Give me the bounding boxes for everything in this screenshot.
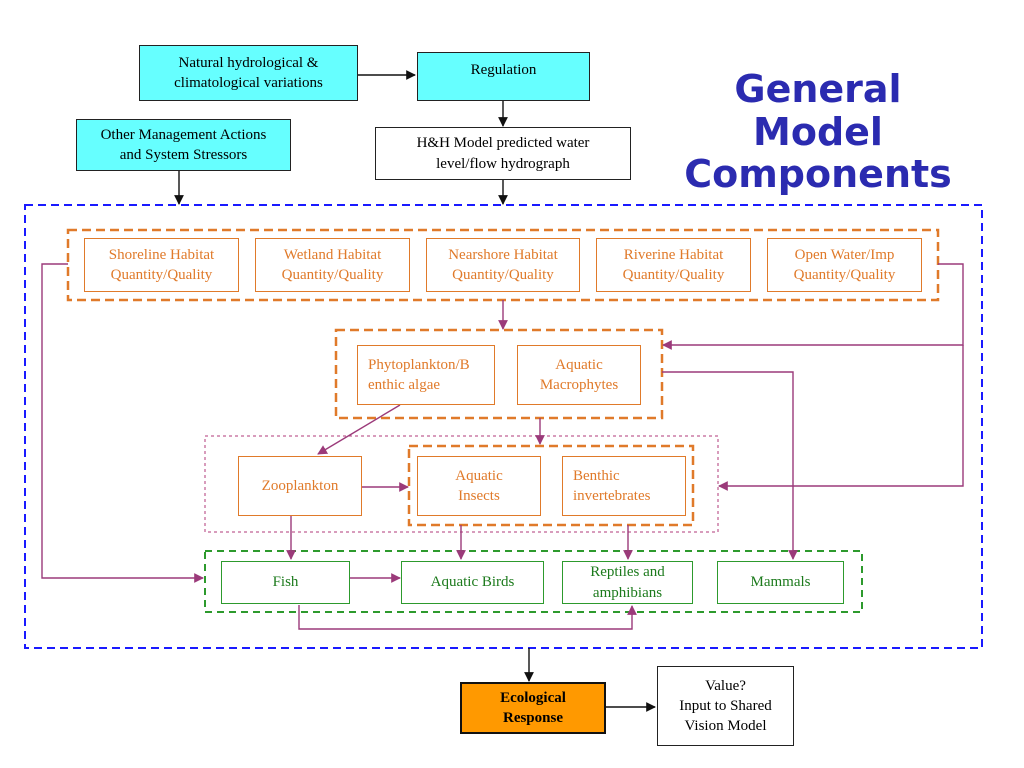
slide-title: General Model Components	[684, 67, 952, 197]
aquatic-birds-box: Aquatic Birds	[401, 561, 544, 604]
benthic-invertebrates-box: Benthic invertebrates	[562, 456, 686, 516]
arrow-habitat-left-to-fish	[41, 263, 204, 583]
natural-variations-box: Natural hydrological & climatological va…	[139, 45, 358, 101]
arrow-habitat-right-to-invertebrates	[718, 345, 964, 491]
arrow-habitat-right-to-producers	[662, 263, 964, 350]
hh-model-box: H&H Model predicted water level/flow hyd…	[375, 127, 631, 180]
reptiles-amphibians-box: Reptiles and amphibians	[562, 561, 693, 604]
mammals-box: Mammals	[717, 561, 844, 604]
vertebrates-group-outline	[204, 550, 863, 613]
ecological-response-box: Ecological Response	[460, 682, 606, 734]
arrow-macrophytes-to-mammals	[662, 371, 798, 560]
system-boundary	[24, 204, 983, 649]
riverine-habitat-box: Riverine Habitat Quantity/Quality	[596, 238, 751, 292]
wetland-habitat-box: Wetland Habitat Quantity/Quality	[255, 238, 410, 292]
phytoplankton-box: Phytoplankton/B enthic algae	[357, 345, 495, 405]
other-management-box: Other Management Actions and System Stre…	[76, 119, 291, 171]
open-water-habitat-box: Open Water/Imp Quantity/Quality	[767, 238, 922, 292]
nearshore-habitat-box: Nearshore Habitat Quantity/Quality	[426, 238, 580, 292]
arrow-phyto-to-zooplankton	[317, 404, 401, 455]
fish-box: Fish	[221, 561, 350, 604]
primary-producers-outline	[334, 328, 664, 420]
value-box: Value? Input to Shared Vision Model	[657, 666, 794, 746]
zooplankton-box: Zooplankton	[238, 456, 362, 516]
aquatic-insects-box: Aquatic Insects	[417, 456, 541, 516]
invertebrates-inner-outline	[407, 444, 695, 527]
aquatic-macrophytes-box: Aquatic Macrophytes	[517, 345, 641, 405]
shoreline-habitat-box: Shoreline Habitat Quantity/Quality	[84, 238, 239, 292]
arrow-fish-to-reptiles	[298, 605, 637, 630]
regulation-box: Regulation	[417, 52, 590, 101]
